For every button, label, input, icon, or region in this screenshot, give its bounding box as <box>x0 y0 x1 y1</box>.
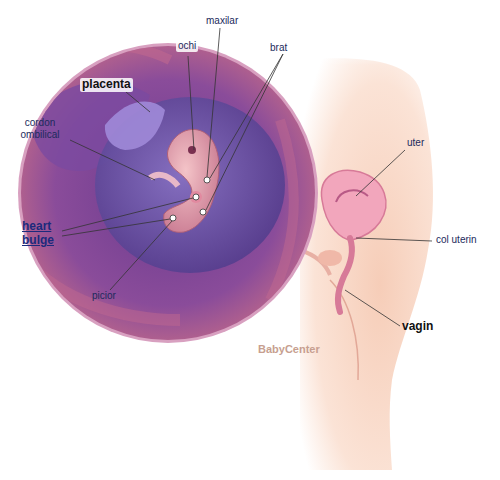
part-label: placenta <box>80 78 133 92</box>
part-label: heart bulge <box>22 220 66 248</box>
watermark: BabyCenter <box>258 343 320 356</box>
body-silhouette <box>300 40 440 470</box>
part-label: picior <box>92 290 116 302</box>
part-label: vagin <box>402 320 433 334</box>
leader-lines <box>62 28 432 326</box>
part-label: brat <box>270 42 287 54</box>
part-label: uter <box>407 137 424 149</box>
part-label: maxilar <box>206 15 238 27</box>
magnified-womb <box>18 43 318 343</box>
embryo <box>164 129 219 232</box>
part-label: col uterin <box>436 234 477 246</box>
part-label: ochi <box>176 40 198 52</box>
part-label: cordon ombilical <box>8 117 72 140</box>
